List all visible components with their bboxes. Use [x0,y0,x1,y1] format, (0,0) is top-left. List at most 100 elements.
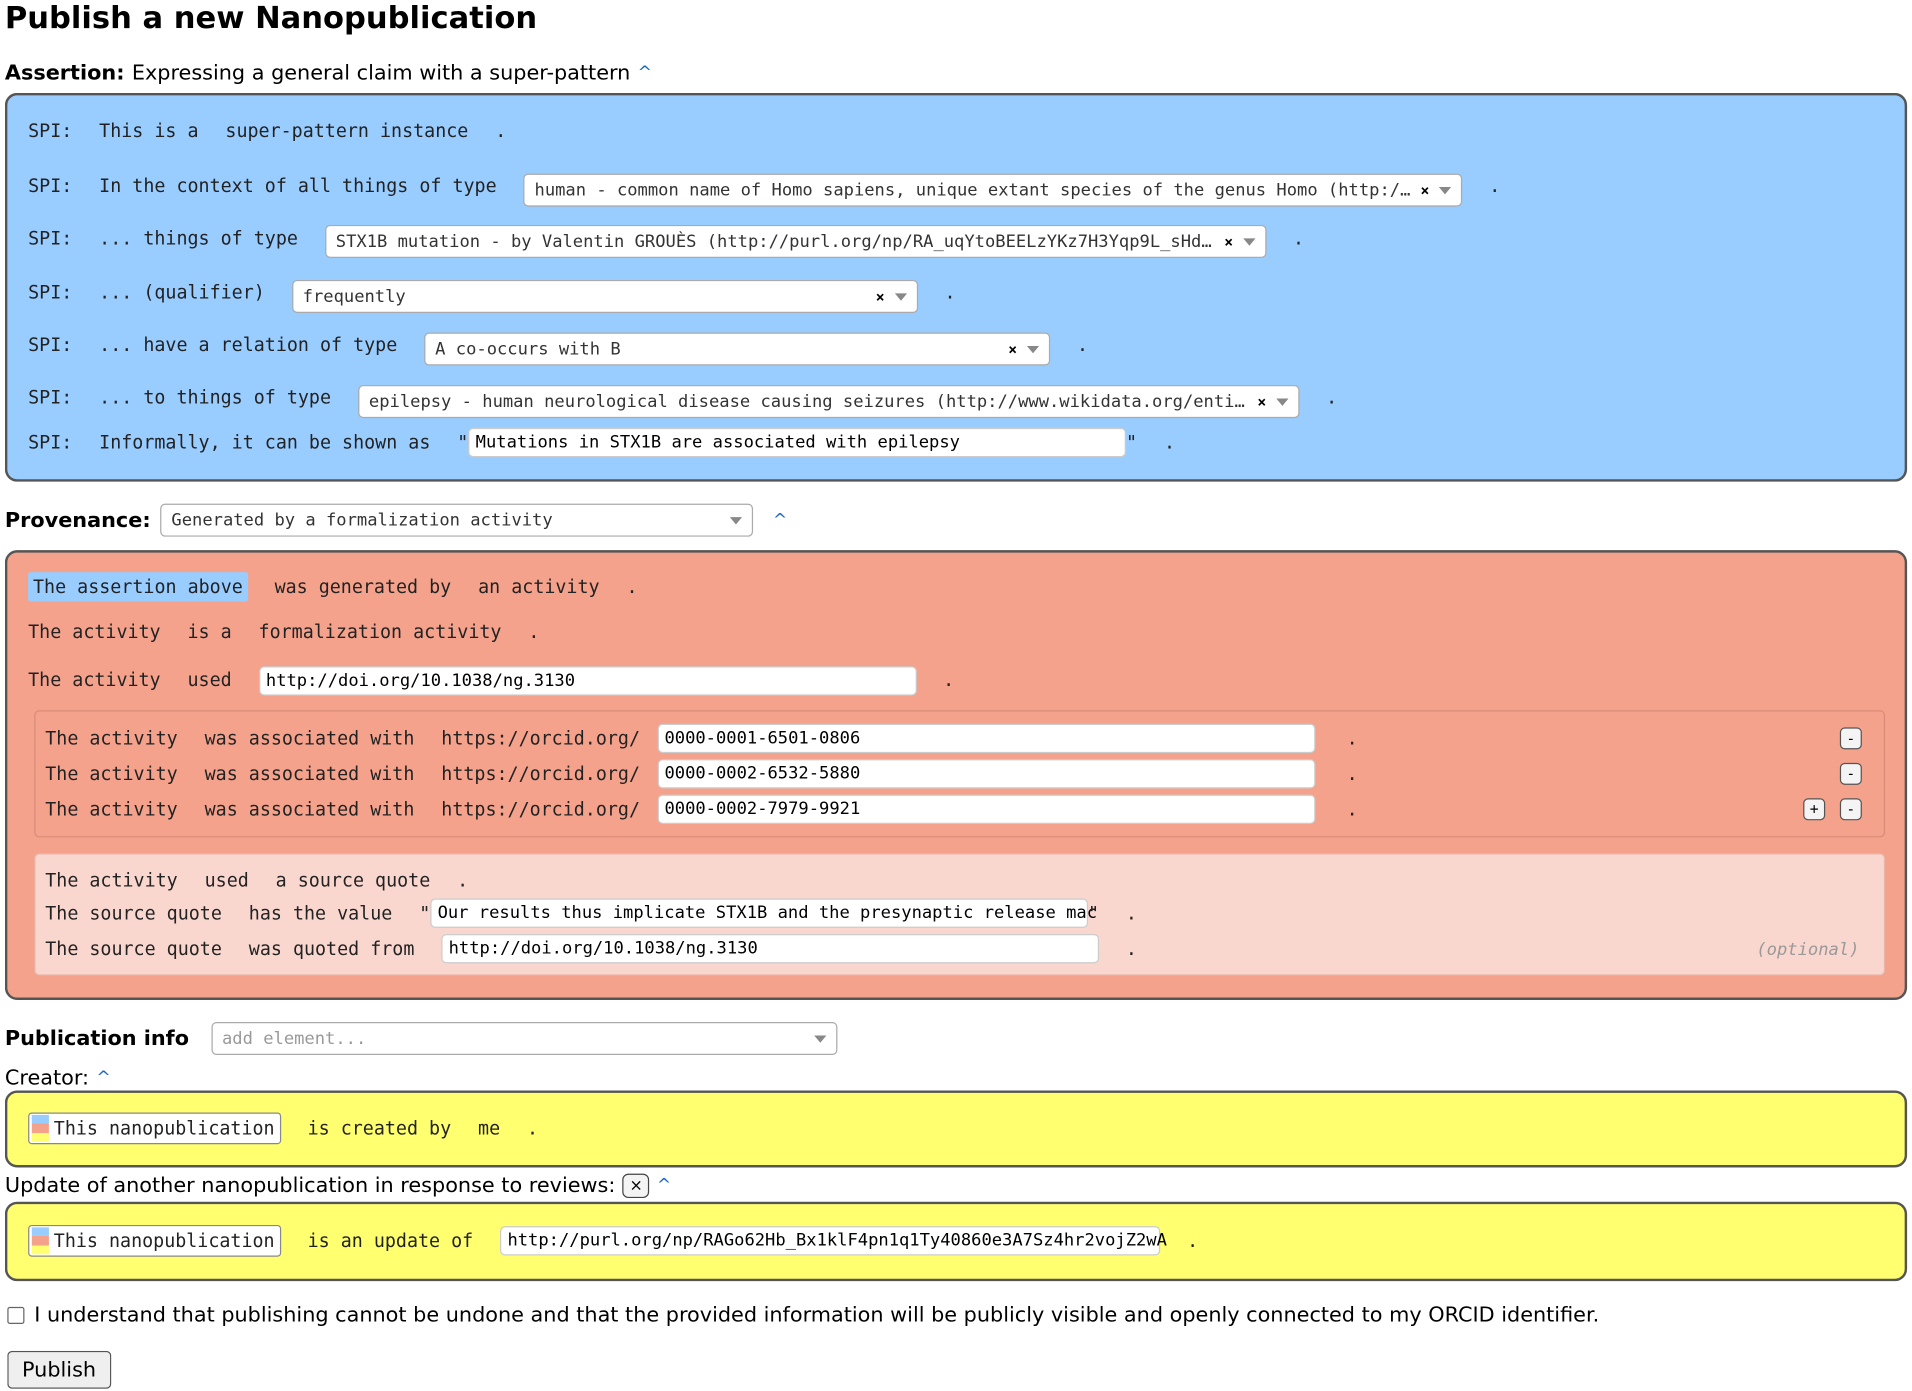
pubinfo-label: Publication info [4,1026,189,1051]
dropdown-arrow-icon[interactable] [894,292,907,301]
object-label: me [478,1117,501,1140]
statement-dot: . [1076,333,1089,356]
nanopub-flag-icon [31,1114,49,1142]
collapse-caret-icon[interactable]: ^ [637,63,653,84]
publish-button[interactable]: Publish [7,1350,111,1389]
subject-label: SPI: [28,119,73,142]
nanopub-self-reference: This nanopublication [28,1224,281,1257]
clear-icon[interactable]: × [1257,393,1267,411]
assertion-row: SPI: ... have a relation of type A co-oc… [28,323,1088,366]
pubinfo-header: Publication info add element... [4,1022,837,1056]
orcid-prefix: https://orcid.org/ [441,798,641,821]
consent-checkbox[interactable] [7,1306,25,1324]
subject-label: The source quote [45,902,222,925]
orcid-prefix: https://orcid.org/ [441,727,641,750]
clear-icon[interactable]: × [1420,181,1430,199]
relation-type-select[interactable]: A co-occurs with B × [424,332,1051,366]
orcid-input[interactable]: 0000-0001-6501-0806 [657,723,1315,754]
predicate-label: This is a [99,119,199,142]
orcid-prefix: https://orcid.org/ [441,762,641,785]
predicate-label: is an update of [307,1229,474,1252]
add-row-button[interactable]: + [1803,798,1826,821]
clear-icon[interactable]: × [875,287,885,306]
subject-label: SPI: [28,333,73,356]
predicate-label: ... have a relation of type [99,333,398,356]
dropdown-arrow-icon[interactable] [730,516,743,524]
predicate-label: was associated with [204,727,415,750]
update-label: Update of another nanopublication in res… [4,1173,616,1199]
provenance-row: The activity used http://doi.org/10.1038… [28,663,954,696]
assertion-box: SPI: This is a super-pattern instance . … [4,92,1908,482]
dropdown-arrow-icon[interactable] [1242,237,1256,246]
context-type-select[interactable]: human - common name of Homo sapiens, uni… [523,173,1463,207]
object-label: a source quote [275,869,431,892]
open-quote: " [419,902,431,925]
nanopub-self-reference: This nanopublication [28,1112,281,1145]
quote-row: The source quote has the value " Our res… [45,898,1137,928]
clear-icon[interactable]: × [1008,340,1018,358]
statement-dot: . [1489,174,1501,197]
select-value: frequently [302,286,406,307]
creator-label: Creator: [4,1066,90,1091]
statement-dot: . [1187,1229,1199,1252]
add-element-select[interactable]: add element... [210,1022,837,1056]
quote-row: The activity used a source quote . [45,869,468,891]
used-resource-input[interactable]: http://doi.org/10.1038/ng.3130 [258,666,917,696]
predicate-label: is a [187,621,232,644]
predicate-label: ... to things of type [99,385,332,408]
select-value: human - common name of Homo sapiens, uni… [534,180,1411,200]
select-value: Generated by a formalization activity [171,510,553,530]
select-placeholder: add element... [221,1028,367,1049]
predicate-label: In the context of all things of type [99,174,497,197]
object-label: an activity [478,575,600,598]
predicate-label: was associated with [204,798,415,821]
updated-nanopub-input[interactable]: http://purl.org/np/RAGo62Hb_Bx1klF4pn1q1… [500,1226,1167,1256]
association-row: The activity was associated with https:/… [45,794,1358,824]
dropdown-arrow-icon[interactable] [813,1034,826,1043]
creator-row: This nanopublication is created by me . [28,1112,539,1145]
remove-row-button[interactable]: - [1839,798,1862,821]
subject-label: The activity [45,798,178,821]
statement-dot: . [1125,902,1137,925]
collapse-caret-icon[interactable]: ^ [772,510,788,530]
consent-text: I understand that publishing cannot be u… [34,1303,1600,1328]
select-value: STX1B mutation - by Valentin GROUÈS (htt… [335,231,1212,252]
select-value: epilepsy - human neurological disease ca… [368,391,1245,412]
things-type-select[interactable]: STX1B mutation - by Valentin GROUÈS (htt… [324,224,1267,258]
dropdown-arrow-icon[interactable] [1439,186,1452,194]
orcid-input[interactable]: 0000-0002-6532-5880 [657,759,1315,789]
creator-header: Creator: ^ [5,1066,111,1090]
statement-dot: . [495,119,507,142]
quote-text-input[interactable]: Our results thus implicate STX1B and the… [430,898,1097,928]
provenance-template-select[interactable]: Generated by a formalization activity [160,503,754,537]
orcid-input[interactable]: 0000-0002-7979-9921 [657,794,1315,824]
statement-dot: . [944,280,956,303]
subject-label: The activity [45,869,178,892]
collapse-caret-icon[interactable]: ^ [656,1176,672,1196]
subject-label: The source quote [45,937,222,960]
target-type-select[interactable]: epilepsy - human neurological disease ca… [357,385,1300,419]
statement-dot: . [1326,385,1338,408]
remove-row-button[interactable]: - [1839,727,1862,750]
association-row: The activity was associated with https:/… [45,759,1358,789]
subject-label: This nanopublication [53,1117,275,1140]
dropdown-arrow-icon[interactable] [1026,345,1040,353]
quote-source-input[interactable]: http://doi.org/10.1038/ng.3130 [441,933,1099,964]
remove-element-button[interactable]: × [622,1173,650,1199]
clear-icon[interactable]: × [1224,232,1234,251]
predicate-label: ... things of type [99,226,298,249]
remove-row-button[interactable]: - [1839,762,1862,785]
predicate-label: used [187,668,232,691]
statement-dot: . [1293,226,1305,249]
predicate-label: Informally, it can be shown as [99,431,431,454]
qualifier-select[interactable]: frequently × [291,279,918,313]
dropdown-arrow-icon[interactable] [1276,397,1289,406]
provenance-header: Provenance: Generated by a formalization… [5,503,788,537]
provenance-box: The assertion above was generated by an … [4,550,1908,1001]
informal-text-input[interactable]: Mutations in STX1B are associated with e… [468,427,1127,458]
collapse-caret-icon[interactable]: ^ [96,1068,111,1089]
predicate-label: has the value [248,902,393,925]
nanopub-flag-icon [31,1227,49,1255]
statement-dot: . [1163,431,1176,454]
statement-dot: . [527,1117,539,1140]
